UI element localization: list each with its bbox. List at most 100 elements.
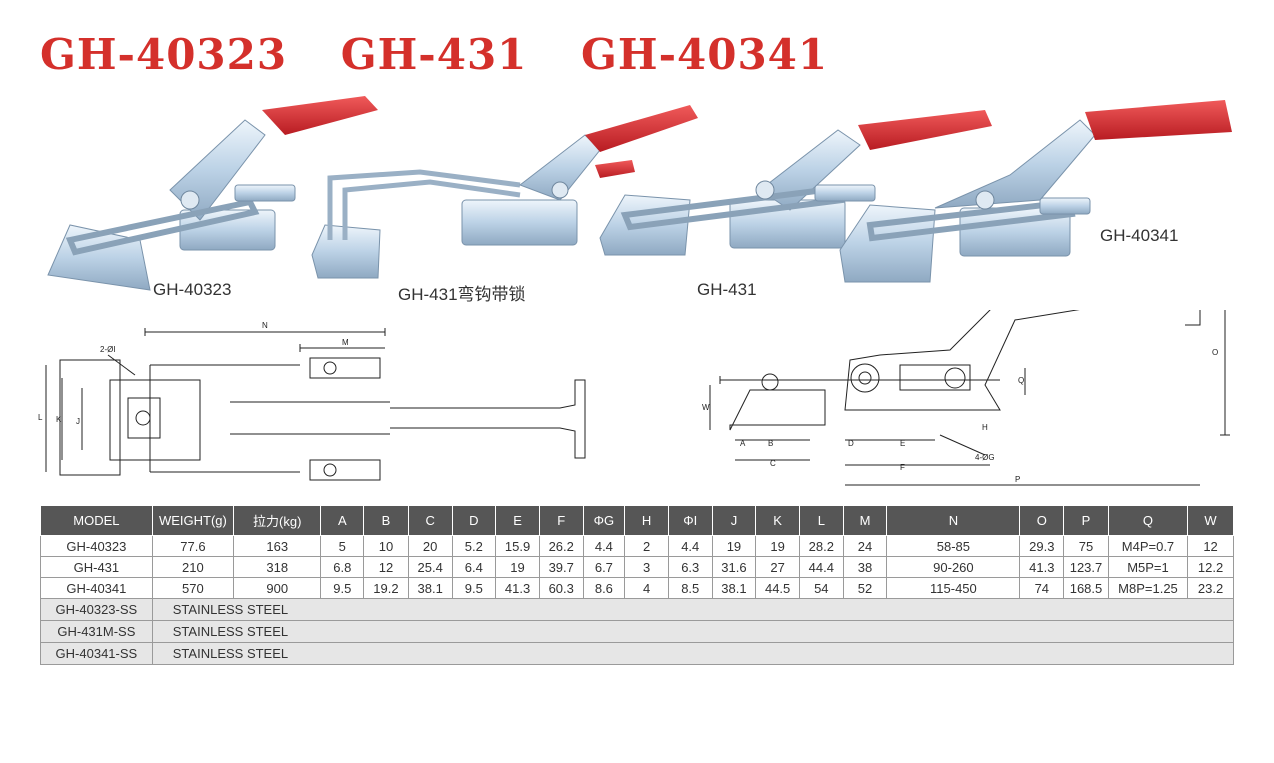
table-cell: M8P=1.25 (1107, 577, 1189, 599)
header-e: E (495, 505, 540, 536)
dimension-drawings: N M 2-ØI L K J O Q W A B C D E F (38, 279, 1230, 486)
header-h: H (624, 505, 669, 536)
dim-label-e: E (900, 439, 905, 448)
table-cell: 210 (151, 556, 235, 578)
table-cell: 4.4 (582, 535, 626, 557)
table-cell: GH-40323 (40, 535, 153, 557)
table-cell: 24 (842, 535, 888, 557)
table-cell: 90-260 (886, 556, 1021, 578)
table-cell: 6.4 (451, 556, 497, 578)
table-row-stainless: GH-431M-SS STAINLESS STEEL (40, 620, 1235, 643)
table-cell: 19 (495, 556, 540, 578)
side-view-drawing (709, 279, 1230, 486)
header-w: W (1187, 505, 1234, 536)
table-row-stainless: GH-40323-SS STAINLESS STEEL (40, 598, 1235, 621)
table-cell: 26.2 (538, 535, 584, 557)
dim-label-d: D (848, 439, 854, 448)
stainless-note: STAINLESS STEEL (151, 598, 1235, 621)
header-q: Q (1107, 505, 1189, 536)
table-cell: 12 (1187, 535, 1234, 557)
table-cell: 39.7 (538, 556, 584, 578)
header-d: D (451, 505, 497, 536)
table-cell: 570 (151, 577, 235, 599)
spec-table: MODEL WEIGHT(g) 拉力(kg) A B C D E F ΦG H … (40, 505, 1235, 665)
table-cell: 5 (320, 535, 365, 557)
dim-label-m: M (342, 338, 349, 347)
caption-gh-40323: GH-40323 (153, 280, 232, 299)
table-cell: 900 (233, 577, 322, 599)
table-cell: 20 (407, 535, 453, 557)
table-cell: 12 (363, 556, 409, 578)
dim-label-b: B (768, 439, 773, 448)
table-cell: 54 (798, 577, 844, 599)
dim-label-w: W (702, 403, 710, 412)
title-model-2: GH-431 (340, 30, 528, 79)
table-cell: 19 (755, 535, 800, 557)
table-cell: GH-431 (40, 556, 153, 578)
table-cell: 9.5 (320, 577, 365, 599)
table-cell: 28.2 (798, 535, 844, 557)
header-j: J (711, 505, 757, 536)
table-cell: 38.1 (711, 577, 757, 599)
table-cell: 2 (624, 535, 669, 557)
header-f: F (538, 505, 584, 536)
dim-label-p: P (1015, 475, 1020, 484)
table-cell: 15.9 (495, 535, 540, 557)
header-model: MODEL (40, 505, 153, 536)
table-cell: 168.5 (1063, 577, 1109, 599)
caption-gh-431: GH-431 (697, 280, 757, 299)
table-cell: 6.8 (320, 556, 365, 578)
stainless-note: STAINLESS STEEL (151, 642, 1235, 665)
table-header-row: MODEL WEIGHT(g) 拉力(kg) A B C D E F ΦG H … (40, 505, 1234, 536)
table-cell: 123.7 (1063, 556, 1109, 578)
table-cell: 6.7 (582, 556, 626, 578)
table-cell: 44.5 (755, 577, 800, 599)
product-photos: GH-40323 GH-431弯钩带锁 GH-431 GH-40341 (0, 90, 1274, 310)
table-cell: 10 (363, 535, 409, 557)
table-cell: 60.3 (538, 577, 584, 599)
dim-label-c: C (770, 459, 776, 468)
header-l: L (798, 505, 844, 536)
table-cell: 77.6 (151, 535, 235, 557)
dim-label-k: K (56, 415, 62, 424)
table-cell: 4 (624, 577, 669, 599)
table-cell: 4.4 (667, 535, 713, 557)
table-cell: 29.3 (1019, 535, 1065, 557)
header-p: P (1063, 505, 1109, 536)
table-cell: 41.3 (495, 577, 540, 599)
table-row: GH-40341 570 900 9.5 19.2 38.1 9.5 41.3 … (40, 577, 1234, 599)
dim-label-n: N (262, 321, 268, 330)
header-weight: WEIGHT(g) (151, 505, 235, 536)
dim-label-holes: 2-ØI (100, 345, 116, 354)
header-m: M (842, 505, 888, 536)
table-cell: 38.1 (407, 577, 453, 599)
table-cell: M5P=1 (1107, 556, 1189, 578)
table-cell: 75 (1063, 535, 1109, 557)
caption-gh-40341: GH-40341 (1100, 226, 1179, 245)
table-cell: 8.6 (582, 577, 626, 599)
table-cell: 6.3 (667, 556, 713, 578)
clamp-photo-gh-431 (599, 110, 992, 256)
table-cell: 3 (624, 556, 669, 578)
clamp-photo-gh-40323 (47, 96, 378, 291)
header-c: C (407, 505, 453, 536)
table-cell: 12.2 (1187, 556, 1234, 578)
dim-label-a: A (740, 439, 746, 448)
header-n: N (886, 505, 1021, 536)
dim-label-f: F (900, 463, 905, 472)
dim-label-h: H (982, 423, 988, 432)
clamp-photo-gh-40341 (839, 100, 1232, 283)
header-b: B (363, 505, 409, 536)
table-cell: 52 (842, 577, 888, 599)
table-cell: 19 (711, 535, 757, 557)
table-cell: 19.2 (363, 577, 409, 599)
table-cell: GH-40341 (40, 577, 153, 599)
table-cell: 31.6 (711, 556, 757, 578)
table-cell: 318 (233, 556, 322, 578)
dim-label-l: L (38, 413, 43, 422)
product-illustrations (47, 96, 1232, 291)
header-o: O (1019, 505, 1065, 536)
header-a: A (320, 505, 365, 536)
table-row-stainless: GH-40341-SS STAINLESS STEEL (40, 642, 1235, 665)
header-i: ΦI (667, 505, 713, 536)
